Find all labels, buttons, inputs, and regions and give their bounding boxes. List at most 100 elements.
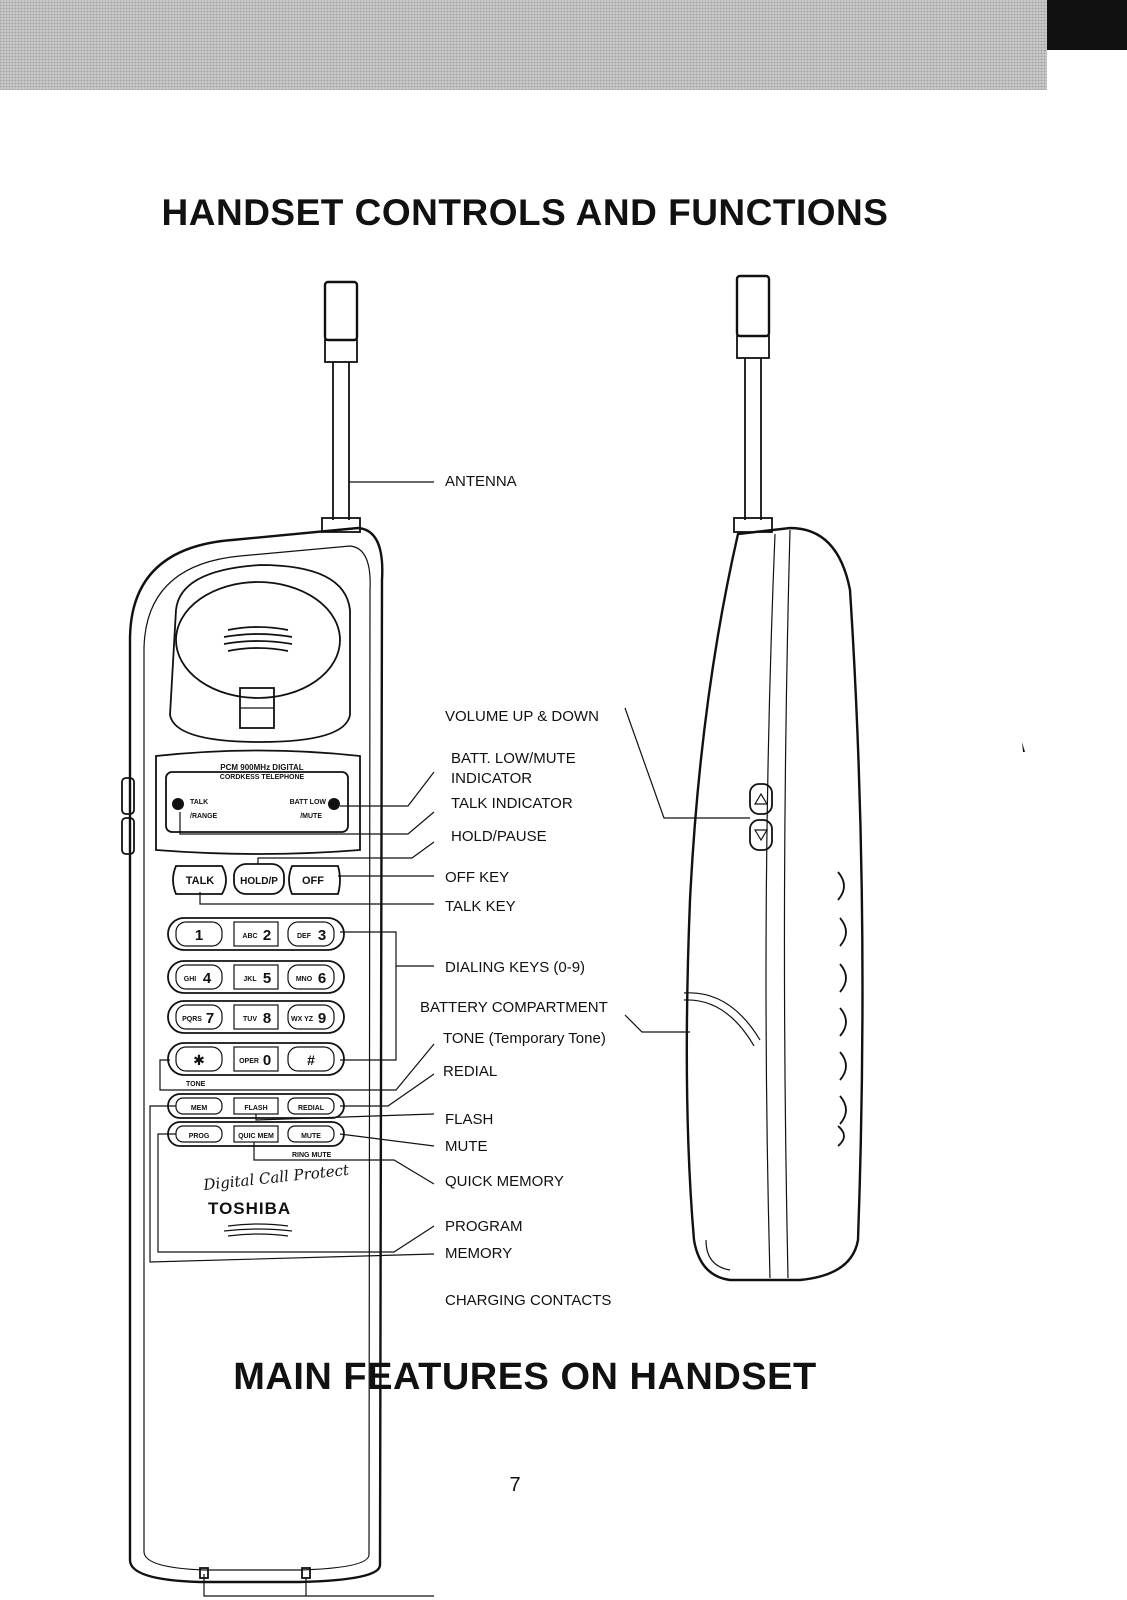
off-button-label: OFF bbox=[302, 875, 324, 887]
key-8[interactable]: TUV 8 bbox=[233, 1004, 279, 1030]
key-7[interactable]: PQRS 7 bbox=[175, 1004, 223, 1030]
key-2[interactable]: ABC 2 bbox=[233, 921, 279, 947]
svg-text:OPER: OPER bbox=[239, 1058, 259, 1065]
quick-memory-button[interactable]: QUIC MEM bbox=[233, 1125, 279, 1143]
talk-button-label: TALK bbox=[186, 875, 215, 887]
svg-text:8: 8 bbox=[263, 1010, 271, 1027]
svg-text:ABC: ABC bbox=[242, 933, 257, 940]
key-0[interactable]: OPER 0 bbox=[233, 1046, 279, 1072]
svg-text:MUTE: MUTE bbox=[301, 1133, 321, 1140]
callout-labels: ANTENNA VOLUME UP & DOWN BATT. LOW/MUTE … bbox=[420, 473, 611, 1309]
svg-text:PQRS: PQRS bbox=[182, 1016, 202, 1023]
svg-text:GHI: GHI bbox=[184, 976, 197, 983]
display-model-text: PCM 900MHz DIGITAL bbox=[220, 763, 304, 772]
svg-text:QUIC MEM: QUIC MEM bbox=[238, 1133, 274, 1140]
svg-text:4: 4 bbox=[203, 970, 212, 987]
callout-flash: FLASH bbox=[445, 1111, 493, 1128]
svg-text:TUV: TUV bbox=[243, 1016, 257, 1023]
header-halftone-band bbox=[0, 0, 1047, 90]
hold-pause-button[interactable] bbox=[233, 863, 285, 895]
callout-redial: REDIAL bbox=[443, 1063, 497, 1080]
toshiba-logo: TOSHIBA bbox=[208, 1199, 291, 1218]
callout-quick-memory: QUICK MEMORY bbox=[445, 1173, 564, 1190]
leader-lines bbox=[149, 481, 750, 1597]
front-side-button-down bbox=[121, 817, 135, 855]
mouthpiece-grille-icon bbox=[223, 1223, 293, 1237]
key-1[interactable]: 1 bbox=[175, 921, 223, 947]
svg-text:0: 0 bbox=[263, 1052, 271, 1069]
redial-button[interactable]: REDIAL bbox=[287, 1097, 335, 1115]
tone-key-label: TONE bbox=[186, 1081, 206, 1088]
off-button[interactable] bbox=[288, 865, 341, 895]
svg-text:9: 9 bbox=[318, 1010, 326, 1027]
callout-off-key: OFF KEY bbox=[445, 869, 509, 886]
range-led-label: /RANGE bbox=[190, 813, 218, 820]
key-5[interactable]: JKL 5 bbox=[233, 964, 279, 990]
mem-button[interactable]: MEM bbox=[175, 1097, 223, 1115]
callout-dialing-keys: DIALING KEYS (0-9) bbox=[445, 959, 585, 976]
batt-led-icon bbox=[328, 798, 340, 810]
key-9[interactable]: WX YZ 9 bbox=[287, 1004, 335, 1030]
scan-mark bbox=[1022, 742, 1025, 752]
callout-tone: TONE (Temporary Tone) bbox=[443, 1030, 606, 1047]
callout-memory: MEMORY bbox=[445, 1245, 512, 1262]
triangle-down-icon bbox=[753, 829, 769, 842]
display-subtext: CORDKESS TELEPHONE bbox=[220, 774, 305, 781]
callout-batt-low-mute-indicator: INDICATOR bbox=[451, 770, 532, 787]
side-handset bbox=[683, 274, 864, 1282]
callout-talk-key: TALK KEY bbox=[445, 898, 516, 915]
key-4[interactable]: GHI 4 bbox=[175, 964, 223, 990]
callout-antenna: ANTENNA bbox=[445, 473, 517, 490]
key-3[interactable]: DEF 3 bbox=[287, 921, 335, 947]
flash-button[interactable]: FLASH bbox=[233, 1097, 279, 1115]
digital-call-protect-logo: Digital Call Protect bbox=[202, 1161, 351, 1194]
triangle-up-icon bbox=[753, 792, 769, 805]
callout-talk-indicator: TALK INDICATOR bbox=[451, 795, 573, 812]
key-6[interactable]: MNO 6 bbox=[287, 964, 335, 990]
talk-led-icon bbox=[172, 798, 184, 810]
callout-mute: MUTE bbox=[445, 1138, 488, 1155]
side-body-outline bbox=[685, 526, 864, 1282]
earpiece bbox=[175, 581, 341, 699]
prog-button[interactable]: PROG bbox=[175, 1125, 223, 1143]
svg-text:2: 2 bbox=[263, 927, 271, 944]
key-star[interactable]: ✱ bbox=[175, 1046, 223, 1072]
svg-text:REDIAL: REDIAL bbox=[298, 1105, 325, 1112]
page-number: 7 bbox=[509, 1474, 521, 1496]
earpiece-grille-icon bbox=[223, 626, 293, 652]
svg-text:6: 6 bbox=[318, 970, 326, 987]
svg-text:WX YZ: WX YZ bbox=[291, 1016, 314, 1023]
volume-down-button[interactable] bbox=[749, 819, 773, 851]
front-side-button-up bbox=[121, 777, 135, 815]
svg-text:5: 5 bbox=[263, 970, 271, 987]
talk-led-label: TALK bbox=[190, 799, 208, 806]
indicator-panel bbox=[165, 771, 349, 833]
svg-text:7: 7 bbox=[206, 1010, 214, 1027]
mute-button[interactable]: MUTE bbox=[287, 1125, 335, 1143]
front-body-outline bbox=[128, 526, 384, 1584]
header-black-block bbox=[1047, 0, 1127, 50]
svg-text:1: 1 bbox=[195, 927, 203, 944]
ring-mute-label: RING MUTE bbox=[292, 1152, 332, 1159]
callout-battery-compartment: BATTERY COMPARTMENT bbox=[420, 999, 608, 1016]
front-antenna bbox=[321, 280, 361, 533]
svg-text:✱: ✱ bbox=[193, 1052, 205, 1068]
talk-button[interactable] bbox=[172, 865, 227, 895]
mute-led-label: /MUTE bbox=[300, 813, 322, 820]
hold-pause-button-label: HOLD/P bbox=[240, 876, 278, 887]
page-title: HANDSET CONTROLS AND FUNCTIONS bbox=[161, 192, 889, 233]
svg-text:#: # bbox=[307, 1052, 315, 1068]
callout-volume: VOLUME UP & DOWN bbox=[445, 708, 599, 725]
svg-text:3: 3 bbox=[318, 927, 326, 944]
key-hash[interactable]: # bbox=[287, 1046, 335, 1072]
volume-up-button[interactable] bbox=[749, 783, 773, 815]
callout-charging-contacts: CHARGING CONTACTS bbox=[445, 1292, 611, 1309]
svg-text:MNO: MNO bbox=[296, 976, 313, 983]
callout-program: PROGRAM bbox=[445, 1218, 523, 1235]
batt-led-label: BATT LOW bbox=[290, 799, 327, 806]
svg-text:DEF: DEF bbox=[297, 933, 312, 940]
dialing-keypad: 1 ABC 2 DEF 3 GHI 4 JKL 5 MNO 6 PQRS 7 T… bbox=[175, 921, 335, 1072]
svg-text:JKL: JKL bbox=[243, 976, 257, 983]
svg-text:MEM: MEM bbox=[191, 1105, 208, 1112]
